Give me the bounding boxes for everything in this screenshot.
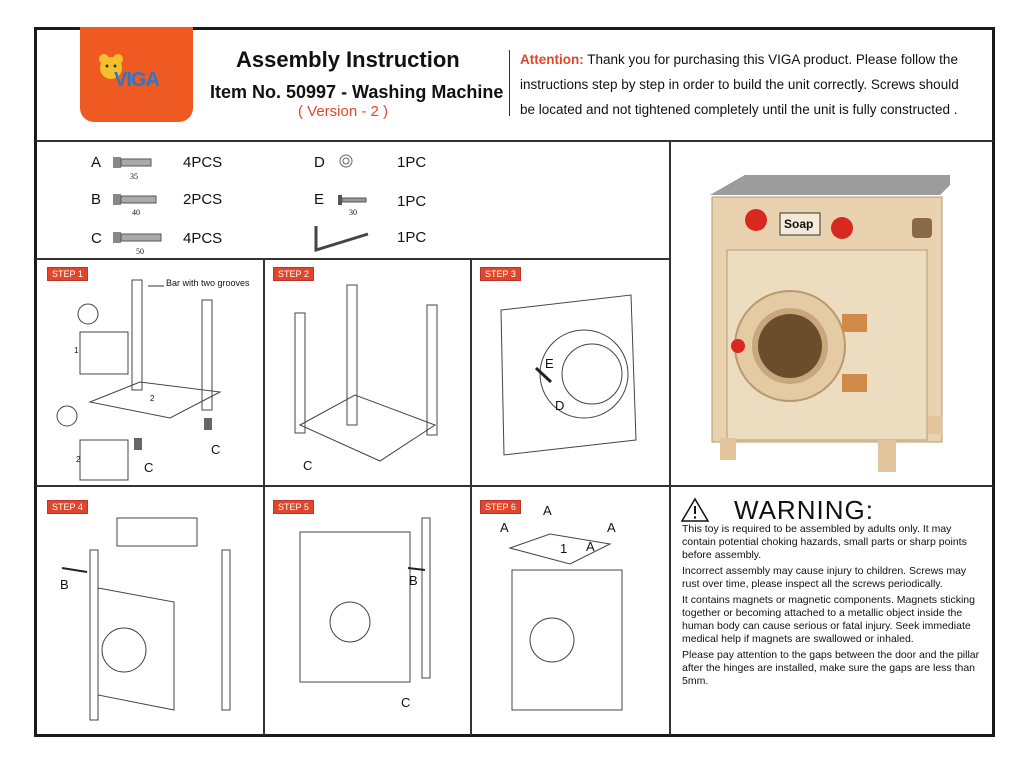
screw-c-label: C (401, 695, 411, 710)
divider (263, 258, 265, 735)
brand-logo: VIGA (80, 27, 193, 122)
screw-a-label: A (586, 539, 595, 554)
divider (509, 50, 510, 116)
screw-c-label: C (144, 460, 154, 475)
part-letter: E (314, 191, 325, 208)
screw-a-label: A (607, 520, 616, 535)
bar-note: Bar with two grooves (166, 278, 250, 288)
screw-c-label: C (211, 442, 221, 457)
warning-title: WARNING: (734, 495, 874, 525)
screw-c-label: C (303, 458, 313, 473)
part-dimension: 40 (132, 208, 140, 217)
part-quantity: 4PCS (183, 154, 223, 171)
step-3-badge: STEP 3 (480, 267, 521, 281)
washing-machine-photo (710, 175, 950, 472)
step-1-diagram (56, 279, 222, 481)
step-6-diagram (508, 533, 623, 711)
panel-number: 2 (76, 455, 81, 464)
part-dimension: 35 (130, 172, 138, 181)
bear-icon (99, 54, 123, 79)
part-letter: C (91, 230, 102, 247)
step-4-badge: STEP 4 (47, 500, 88, 514)
screw-icon (113, 157, 152, 168)
screw-icon (113, 194, 157, 205)
divider (36, 140, 993, 142)
warning-paragraph: It contains magnets or magnetic componen… (682, 594, 975, 645)
warning-paragraph: Please pay attention to the gaps between… (682, 649, 980, 687)
screw-icon (113, 232, 162, 243)
hinge-pin-icon (338, 195, 367, 205)
screw-b-label: B (409, 573, 418, 588)
part-dimension: 30 (349, 208, 357, 217)
step-5-diagram (299, 517, 431, 683)
screw-a-label: A (543, 503, 552, 518)
step-5-badge: STEP 5 (273, 500, 314, 514)
part-e-label: E (545, 356, 554, 371)
panel-number: 1 (74, 346, 79, 355)
panel-number: 1 (560, 541, 568, 556)
part-dimension: 50 (136, 247, 144, 256)
warning-text: This toy is required to be assembled by … (682, 523, 982, 691)
attention-label: Attention: (520, 52, 584, 67)
washer-icon (339, 154, 353, 168)
warning-icon (680, 497, 710, 522)
instruction-sheet (34, 27, 995, 737)
brand-text: VIGA (114, 69, 160, 91)
panel-number: 2 (150, 394, 155, 403)
part-quantity: 2PCS (183, 191, 223, 208)
attention-note: Attention: Thank you for purchasing this… (520, 47, 970, 122)
part-letter: A (91, 154, 102, 171)
divider (36, 258, 670, 260)
part-quantity: 1PC (397, 154, 427, 171)
soap-label: Soap (784, 217, 814, 231)
page-title: Assembly Instruction (236, 47, 460, 72)
divider (36, 485, 993, 487)
divider (669, 140, 671, 735)
screw-b-label: B (60, 577, 69, 592)
warning-paragraph: This toy is required to be assembled by … (682, 523, 967, 561)
part-letter: B (91, 191, 102, 208)
part-d-label: D (555, 398, 565, 413)
step-4-diagram (61, 517, 231, 721)
warning-paragraph: Incorrect assembly may cause injury to c… (682, 565, 967, 590)
step-1-badge: STEP 1 (47, 267, 88, 281)
part-letter: D (314, 154, 325, 171)
part-quantity: 1PC (397, 193, 427, 210)
divider (470, 258, 472, 735)
hex-key-icon (314, 226, 369, 253)
screw-a-label: A (500, 520, 509, 535)
version-label: ( Version - 2 ) (298, 103, 389, 120)
part-quantity: 1PC (397, 229, 427, 246)
step-6-badge: STEP 6 (480, 500, 521, 514)
part-quantity: 4PCS (183, 230, 223, 247)
item-number: Item No. 50997 - Washing Machine (210, 82, 504, 102)
step-3-diagram (500, 294, 637, 456)
step-2-diagram (294, 284, 438, 462)
attention-text: Thank you for purchasing this VIGA produ… (520, 52, 959, 117)
step-2-badge: STEP 2 (273, 267, 314, 281)
